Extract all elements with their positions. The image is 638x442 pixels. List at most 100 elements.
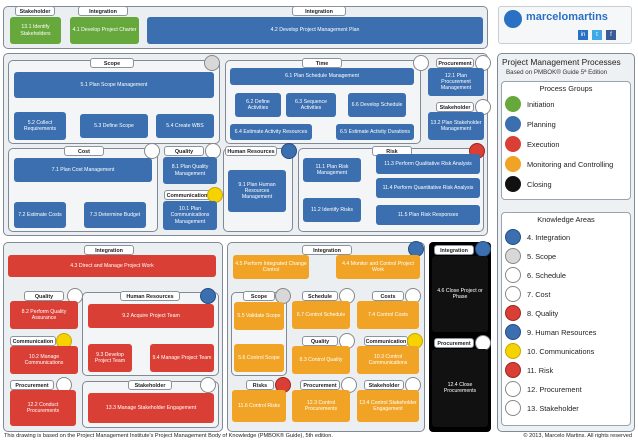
cart-icon [505,381,521,397]
process-8-1[interactable]: 8.1 Plan Quality Management [163,157,217,184]
process-6-4[interactable]: 6.4 Estimate Activity Resources [230,124,312,140]
process-12-1[interactable]: 12.1 Plan Procurement Management [428,68,484,96]
process-8-3[interactable]: 8.3 Control Quality [292,346,350,374]
area-scope-label: 5. Scope [527,252,557,261]
area-integration-label: 4. Integration [527,233,571,242]
integration-header-plan: Integration [292,6,346,16]
speech-bubble-icon [505,343,521,359]
area-risk-label: 11. Risk [527,366,554,375]
communication-header: Communication [164,190,210,200]
process-groups-list: Initiation Planning Execution Monitoring… [505,96,631,198]
process-5-2[interactable]: 5.2 Collect Requirements [14,112,66,140]
planning-swatch [505,116,521,132]
hr-header-exec: Human Resources [120,291,180,301]
quality-header-exec: Quality [24,291,64,301]
process-7-4[interactable]: 7.4 Control Costs [357,301,419,329]
people-icon [505,324,521,340]
puzzle-icon [505,229,521,245]
footer-attribution: This drawing is based on the Project Man… [4,433,333,439]
target-icon [505,305,521,321]
process-6-1[interactable]: 6.1 Plan Schedule Management [230,68,414,85]
process-11-1[interactable]: 11.1 Plan Risk Management [303,158,361,182]
closing-label: Closing [527,180,552,189]
stakeholder-header-mon: Stakeholder [364,380,404,390]
knowledge-areas-box [501,212,631,426]
process-11-5[interactable]: 11.5 Plan Risk Responses [376,205,480,225]
process-4-5[interactable]: 4.5 Perform Integrated Change Control [233,255,309,279]
process-13-3[interactable]: 13.3 Manage Stakeholder Engagement [88,393,214,423]
procurement-header: Procurement [436,58,474,68]
gear-icon [505,248,521,264]
process-8-2[interactable]: 8.2 Perform Quality Assurance [10,301,78,329]
process-4-4[interactable]: 4.4 Monitor and Control Project Work [336,255,420,279]
procurement-header-mon: Procurement [300,380,340,390]
process-10-3[interactable]: 10.3 Control Communications [357,346,419,374]
process-12-3[interactable]: 12.3 Control Procurements [292,390,350,422]
footer-copyright: © 2013, Marcelo Martins. All rights rese… [523,433,632,439]
process-6-2[interactable]: 6.2 Define Activities [235,93,281,117]
process-6-6[interactable]: 6.6 Develop Schedule [348,93,406,117]
process-9-3[interactable]: 9.3 Develop Project Team [88,344,132,372]
process-7-2[interactable]: 7.2 Estimate Costs [14,202,66,228]
process-6-3[interactable]: 6.3 Sequence Activities [286,93,336,117]
process-5-1[interactable]: 5.1 Plan Scope Management [14,72,214,98]
brand-name: marcelomartins [526,11,608,23]
execution-label: Execution [527,140,560,149]
gear-icon [204,55,220,71]
process-7-3[interactable]: 7.3 Determine Budget [84,202,146,228]
process-5-4[interactable]: 5.4 Create WBS [156,114,214,138]
risks-header-mon: Risks [246,380,274,390]
process-11-2[interactable]: 11.2 Identify Risks [303,198,361,222]
process-5-6[interactable]: 5.6 Control Scope [234,344,284,372]
monitoring-label: Monitoring and Controlling [527,160,614,169]
process-9-1[interactable]: 9.1 Plan Human Resources Management [228,170,286,212]
schedule-header-mon: Schedule [302,291,338,301]
stakeholder-header: Stakeholder [15,6,55,16]
quality-header-mon: Quality [302,336,338,346]
process-6-5[interactable]: 6.5 Estimate Activity Durations [336,124,414,140]
process-5-5[interactable]: 5.5 Validate Scope [234,302,284,330]
area-quality-label: 8. Quality [527,309,559,318]
facebook-icon[interactable]: f [606,30,616,40]
twitter-icon[interactable]: t [592,30,602,40]
process-11-3[interactable]: 11.3 Perform Qualitative Risk Analysis [376,154,480,174]
process-4-1[interactable]: 4.1 Develop Project Charter [70,17,139,44]
process-11-6[interactable]: 11.6 Control Risks [232,390,286,422]
process-9-4[interactable]: 9.4 Manage Project Team [150,344,214,372]
integration-header: Integration [78,6,128,16]
process-6-7[interactable]: 6.7 Control Schedule [292,301,350,329]
cost-header: Cost [64,146,104,156]
process-12-2[interactable]: 12.2 Conduct Procurements [10,390,76,426]
process-9-2[interactable]: 9.2 Acquire Project Team [88,304,214,328]
process-12-4[interactable]: 12.4 Close Procurements [432,349,488,427]
process-4-6[interactable]: 4.6 Close Project or Phase [432,256,488,332]
hr-header: Human Resources [225,146,277,156]
stakeholder-header-exec: Stakeholder [128,380,172,390]
process-4-3[interactable]: 4.3 Direct and Manage Project Work [8,255,216,277]
legend-title: Project Management Processes [502,57,621,67]
legend-subtitle: Based on PMBOK® Guide 5ª Edition [506,69,608,76]
linkedin-icon[interactable]: in [578,30,588,40]
scope-header: Scope [90,58,134,68]
initiation-swatch [505,96,521,112]
process-7-1[interactable]: 7.1 Plan Cost Management [14,158,152,182]
area-hr-label: 9. Human Resources [527,328,597,337]
closing-swatch [505,176,521,192]
initiation-label: Initiation [527,100,555,109]
process-10-1[interactable]: 10.1 Plan Communications Management [163,201,217,230]
process-13-2[interactable]: 13.2 Plan Stakeholder Management [428,112,484,140]
process-11-4[interactable]: 11.4 Perform Quantitative Risk Analysis [376,178,480,198]
process-groups-box [501,81,631,200]
communication-header-mon: Communication [364,336,408,346]
monitoring-swatch [505,156,521,172]
knowledge-areas-list: 4. Integration 5. Scope 6. Schedule 7. C… [505,229,631,423]
process-5-3[interactable]: 5.3 Define Scope [80,114,148,138]
costs-header-mon: Costs [372,291,404,301]
area-stakeholder-label: 13. Stakeholder [527,404,579,413]
process-13-4[interactable]: 13.4 Control Stakeholder Engagement [357,390,419,422]
process-4-2[interactable]: 4.2 Develop Project Management Plan [147,17,483,44]
process-10-2[interactable]: 10.2 Manage Communications [10,346,78,374]
puzzle-icon [475,241,491,257]
process-13-1[interactable]: 13.1 Identify Stakeholders [10,17,61,44]
clock-icon [413,55,429,71]
